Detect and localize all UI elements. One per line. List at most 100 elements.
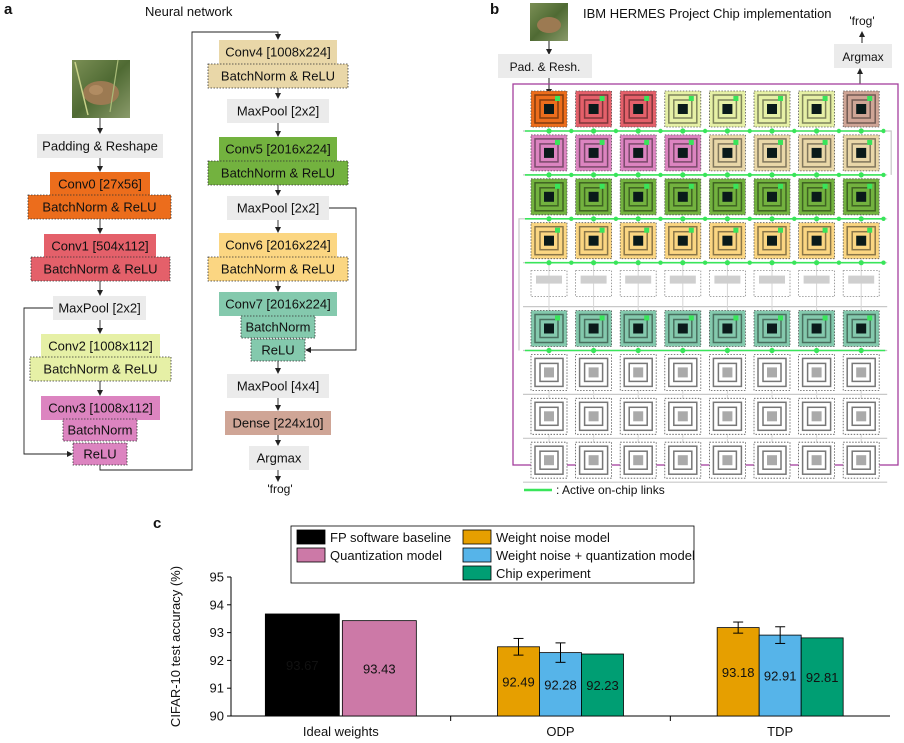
chip-tile-r0-c0 <box>530 90 568 128</box>
chip-tile-r8-c3 <box>664 441 702 479</box>
panel-b-letter: b <box>490 1 499 18</box>
block-conv5-label: Conv5 [2016x224] <box>225 142 331 157</box>
chip-tile-r5-c2 <box>619 310 657 347</box>
block-conv6: Conv6 [2016x224] <box>219 233 337 257</box>
chip-input-image <box>530 3 568 41</box>
bar-label-2-2: 93.18 <box>722 665 755 680</box>
block-conv6-label: Conv6 [2016x224] <box>225 238 331 253</box>
chip-tile-r2-c4 <box>709 178 746 216</box>
chip-tile-r8-c2 <box>619 441 657 479</box>
chip-tile-r5-c7 <box>842 310 880 347</box>
chip-tile-r3-c4 <box>709 222 746 260</box>
block-bn0: BatchNorm & ReLU <box>27 194 172 220</box>
block-mp7: MaxPool [4x4] <box>227 374 329 398</box>
block-mp4-label: MaxPool [2x2] <box>237 104 319 119</box>
block-mp4-box <box>227 99 329 123</box>
chip-argmax-block <box>834 44 892 68</box>
block-pad-box <box>37 134 163 158</box>
panel-b-chip: b IBM HERMES Project Chip implementation… <box>490 1 899 497</box>
chip-tile-r7-c6 <box>798 397 835 435</box>
block-bn2: BatchNorm & ReLU <box>29 356 172 382</box>
chip-tile-r2-c6 <box>798 178 835 216</box>
panel-c-letter: c <box>153 515 161 532</box>
panel-a-title: Neural network <box>145 4 233 19</box>
block-conv2-box <box>41 334 160 358</box>
chip-tile-r3-c5 <box>753 222 791 260</box>
chip-tile-r1-c2 <box>619 134 657 172</box>
chip-tile-r5-c4 <box>709 310 746 347</box>
block-conv3: Conv3 [1008x112] <box>41 396 160 420</box>
block-conv4-label: Conv4 [1008x224] <box>225 45 331 60</box>
chip-tile-r4-c6 <box>798 270 835 298</box>
legend-swatch-0 <box>296 529 326 545</box>
input-image <box>72 59 130 118</box>
chip-tile-r7-c2 <box>619 397 657 435</box>
bar-label-1-4: 92.23 <box>586 678 619 693</box>
block-dense: Dense [224x10] <box>225 411 331 435</box>
bar-label-2-3: 92.91 <box>764 669 797 684</box>
block-conv7-label: Conv7 [2016x224] <box>225 297 331 312</box>
chip-tile-r8-c5 <box>753 441 791 479</box>
block-conv4: Conv4 [1008x224] <box>219 40 337 64</box>
block-mp7-label: MaxPool [4x4] <box>237 379 319 394</box>
block-conv7-box <box>219 292 337 316</box>
chip-tile-r8-c7 <box>842 441 880 479</box>
chip-tile-r4-c7 <box>842 270 880 298</box>
chip-tile-r8-c0 <box>530 441 568 479</box>
block-conv5: Conv5 [2016x224] <box>219 137 337 161</box>
block-relu3-label: ReLU <box>83 447 116 462</box>
chip-tile-r7-c3 <box>664 397 702 435</box>
chip-tile-r2-c7 <box>842 178 880 216</box>
block-conv1: Conv1 [504x112] <box>44 234 156 258</box>
chip-tile-r8-c1 <box>575 441 612 479</box>
block-bn6: BatchNorm & ReLU <box>207 256 349 282</box>
legend-link-label: : Active on-chip links <box>556 483 665 497</box>
chip-tile-r3-c2 <box>619 222 657 260</box>
block-relu3: ReLU <box>72 442 128 466</box>
legend-swatch-3 <box>462 547 492 563</box>
block-bn7-box <box>240 315 316 339</box>
block-conv6-box <box>219 233 337 257</box>
chip-tile-r3-c6 <box>798 222 835 260</box>
block-conv3-box <box>41 396 160 420</box>
chip-tile-r0-c4 <box>709 90 746 128</box>
chip-tile-r0-c7 <box>842 90 880 128</box>
block-bn5-box <box>207 160 349 186</box>
block-pad-label: Padding & Reshape <box>42 139 158 154</box>
block-bn2-box <box>29 356 172 382</box>
block-mp1: MaxPool [2x2] <box>53 296 146 320</box>
bar-2-2 <box>716 627 760 717</box>
block-conv5-box <box>219 137 337 161</box>
chip-tile-r3-c7 <box>842 222 880 260</box>
bar-1-2 <box>497 646 540 717</box>
chip-tile-r6-c5 <box>753 353 791 391</box>
block-bn0-label: BatchNorm & ReLU <box>42 200 156 215</box>
chip-tile-r1-c5 <box>753 134 791 172</box>
panel-a-network: a Neural network Padding & ReshapeConv0 … <box>4 1 357 496</box>
y-tick-label: 90 <box>210 709 224 724</box>
y-tick-label: 93 <box>210 625 224 640</box>
y-axis-label: CIFAR-10 test accuracy (%) <box>168 566 183 727</box>
chip-tile-r4-c1 <box>575 270 612 298</box>
y-tick-label: 91 <box>210 681 224 696</box>
block-argmax-label: Argmax <box>257 451 302 466</box>
bar-label-1-2: 92.49 <box>502 674 535 689</box>
block-conv4-box <box>219 40 337 64</box>
block-bn1-box <box>30 256 171 282</box>
chip-tile-r5-c0 <box>530 310 568 347</box>
chip-tile-r6-c1 <box>575 353 612 391</box>
chip-tile-r7-c5 <box>753 397 791 435</box>
block-mp1-box <box>53 296 146 320</box>
block-conv3-label: Conv3 [1008x112] <box>48 401 153 416</box>
bar-label-1-3: 92.28 <box>544 677 577 692</box>
chip-tile-r4-c0 <box>530 270 568 298</box>
block-conv7: Conv7 [2016x224] <box>219 292 337 316</box>
block-conv0-label: Conv0 [27x56] <box>58 177 142 192</box>
chip-tile-r5-c3 <box>664 310 702 347</box>
y-tick-label: 92 <box>210 653 224 668</box>
pad-reshape-label: Pad. & Resh. <box>510 60 581 74</box>
panel-a-letter: a <box>4 1 13 18</box>
block-bn4-label: BatchNorm & ReLU <box>221 69 335 84</box>
